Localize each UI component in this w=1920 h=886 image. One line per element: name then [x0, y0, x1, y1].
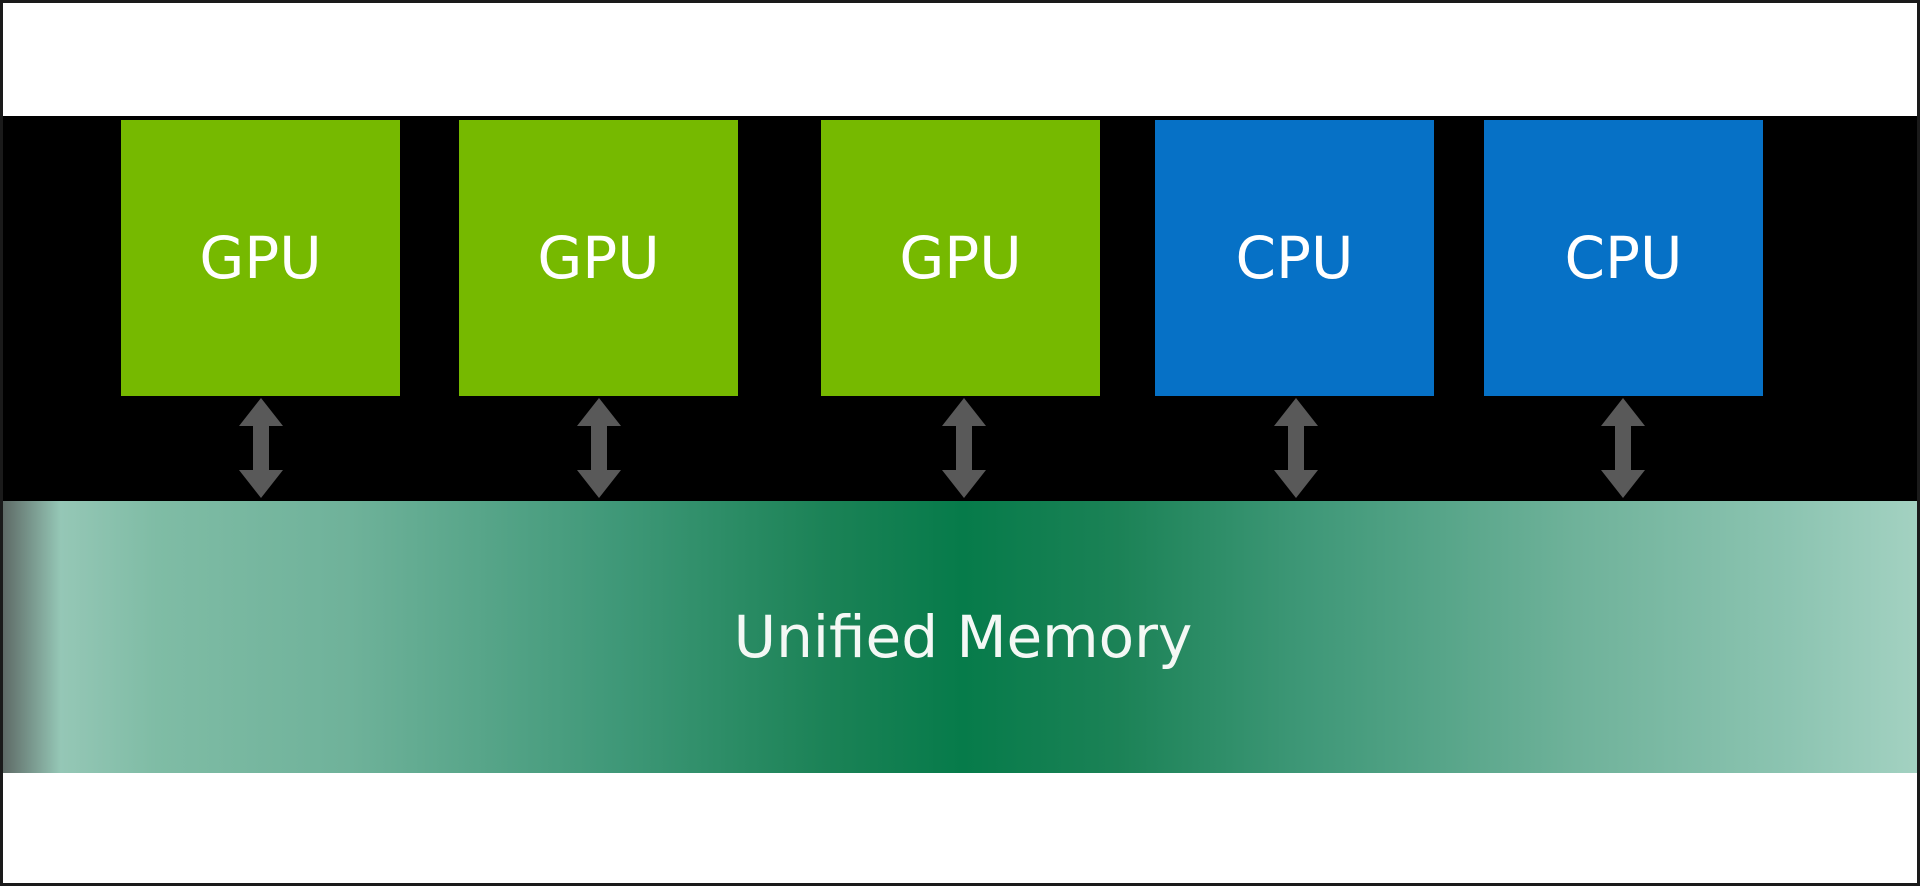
double-arrow-icon — [1601, 398, 1645, 498]
double-arrow-icon — [577, 398, 621, 498]
gpu-block: GPU — [821, 120, 1100, 396]
gpu-label: GPU — [537, 224, 660, 292]
cpu-label: CPU — [1235, 224, 1354, 292]
cpu-block: CPU — [1484, 120, 1763, 396]
gpu-block: GPU — [121, 120, 400, 396]
gpu-label: GPU — [199, 224, 322, 292]
cpu-block: CPU — [1155, 120, 1434, 396]
gpu-label: GPU — [899, 224, 1022, 292]
cpu-label: CPU — [1564, 224, 1683, 292]
unified-memory-label: Unified Memory — [733, 603, 1193, 671]
double-arrow-icon — [942, 398, 986, 498]
double-arrow-icon — [1274, 398, 1318, 498]
gpu-block: GPU — [459, 120, 738, 396]
double-arrow-icon — [239, 398, 283, 498]
unified-memory-block: Unified Memory — [3, 501, 1917, 773]
